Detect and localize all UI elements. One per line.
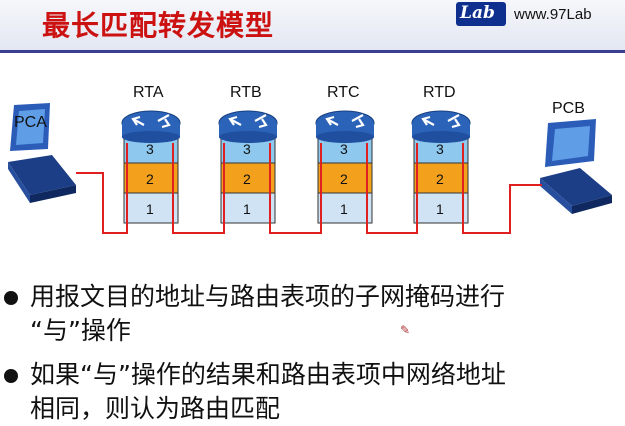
header-bar (0, 0, 625, 50)
router-b: RTB 3 2 1 (218, 84, 278, 224)
pc-b-label: PCB (552, 100, 585, 117)
router-c-layer-3-label: 3 (340, 141, 348, 157)
bullet-1-line-2: “与”操作 (30, 316, 131, 345)
router-d-layer-3-label: 3 (436, 141, 444, 157)
router-b-layer-3-label: 3 (243, 141, 251, 157)
router-a-layer-1-label: 1 (146, 201, 154, 217)
router-a: RTA 3 2 1 (121, 84, 181, 224)
pc-b-icon (540, 119, 612, 214)
router-b-layer-1 (220, 192, 276, 224)
router-a-arrows-icon (131, 114, 171, 129)
site-url: www.97Lab (514, 6, 592, 23)
router-d: RTD 3 2 1 (411, 84, 471, 224)
router-d-layer-1 (413, 192, 469, 224)
router-b-layer-2-label: 2 (243, 171, 251, 187)
router-d-arrows-icon (421, 114, 461, 129)
bullet-1-dot (4, 291, 18, 305)
router-c-icon-bottom (316, 131, 374, 143)
router-c-arrows-icon (325, 114, 365, 129)
router-a-label: RTA (133, 84, 164, 101)
router-b-label: RTB (230, 84, 262, 101)
router-c-layer-2 (317, 162, 373, 194)
router-a-layer-2-label: 2 (146, 171, 154, 187)
router-b-icon-bottom (219, 131, 277, 143)
forwarding-diagram: PCA PCB RTA 3 2 1 RTB 3 2 1 RT (8, 84, 612, 234)
router-d-layer-2 (413, 162, 469, 194)
router-c-label: RTC (327, 84, 360, 101)
bullet-2-dot (4, 369, 18, 383)
router-b-layer-2 (220, 162, 276, 194)
forwarding-path (76, 143, 542, 234)
bullet-2-line-1: 如果“与”操作的结果和路由表项中网络地址 (30, 360, 506, 389)
header-divider (0, 50, 625, 53)
pc-a-label: PCA (14, 114, 47, 131)
bullet-2-line-2: 相同，则认为路由匹配 (30, 394, 281, 423)
router-a-layer-3-label: 3 (146, 141, 154, 157)
router-c-layer-1-label: 1 (340, 201, 348, 217)
pc-a-icon (8, 103, 76, 203)
router-d-label: RTD (423, 84, 456, 101)
lab-logo: Lab (456, 2, 506, 26)
bullet-1-line-1: 用报文目的地址与路由表项的子网掩码进行 (30, 282, 506, 311)
router-b-layer-1-label: 1 (243, 201, 251, 217)
slide-title: 最长匹配转发模型 (42, 9, 275, 42)
router-d-layer-2-label: 2 (436, 171, 444, 187)
router-d-layer-1-label: 1 (436, 201, 444, 217)
router-c-layer-1 (317, 192, 373, 224)
router-c: RTC 3 2 1 (315, 84, 375, 224)
pen-cursor-icon: ✎ (400, 323, 411, 337)
router-a-layer-1 (123, 192, 179, 224)
router-a-icon-bottom (122, 131, 180, 143)
lab-logo-text: Lab (460, 3, 495, 23)
router-c-layer-2-label: 2 (340, 171, 348, 187)
router-b-arrows-icon (228, 114, 268, 129)
router-d-icon-bottom (412, 131, 470, 143)
